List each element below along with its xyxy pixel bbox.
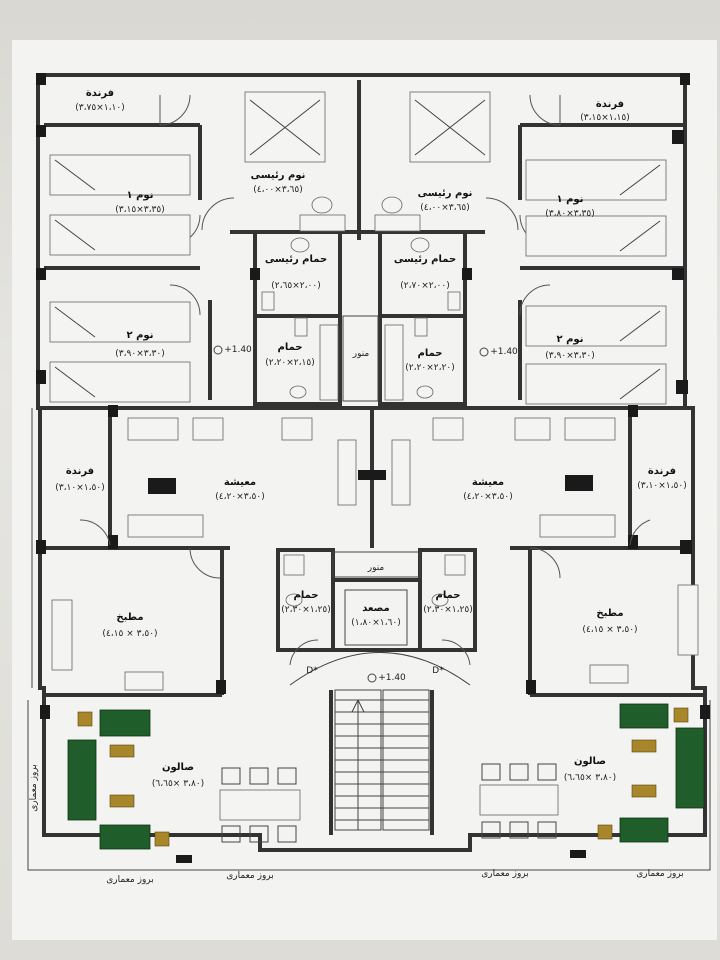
projection-labels: بروز معمارى بروز معمارى بروز معمارى بروز… (29, 764, 684, 885)
label-salon-left: صالون (162, 762, 194, 773)
bath-fixtures (261, 196, 466, 607)
dim-living-right: (٣،٥٠×٤،٢٠) (463, 492, 512, 502)
dim-balcony-top-left: (١،١٠×٣،٧٥) (75, 103, 124, 113)
label-bed2-left: نوم ٢ (127, 330, 154, 341)
level-markers: +1.40 +1.40 +1.40 D* D* (213, 345, 518, 683)
dim-bed2-left: (٣،٣٠×٣،٩٠) (115, 349, 164, 359)
room-labels: فرندة (١،١٠×٣،٧٥) فرندة (١،١٥×٣،١٥) نوم … (55, 88, 686, 789)
label-balcony-top-left: فرندة (86, 88, 114, 99)
label-wc-left: حمام (294, 590, 319, 601)
staircase (289, 652, 471, 831)
label-living-left: معيشة (224, 477, 256, 488)
dim-master-bath-left: (٢،٠٠×٢،٦٥) (271, 281, 320, 291)
label-bath-left: حمام (278, 342, 303, 353)
projection-bottom-2: بروز معمارى (226, 871, 274, 881)
dim-master-right: (٣،٦٥×٤،٠٠) (420, 203, 469, 213)
dim-bath-left: (٢،١٥×٢،٢٠) (265, 358, 314, 368)
label-bed1-right: نوم ١ (557, 194, 584, 205)
label-master-right: نوم رئيسى (418, 188, 473, 199)
label-shaft-mid: منور (367, 563, 385, 573)
label-kitchen-left: مطبخ (116, 612, 143, 623)
label-elevator: مصعد (362, 603, 389, 614)
dim-balcony-top-right: (١،١٥×٣،١٥) (580, 113, 629, 123)
label-balcony-mid-right: فرندة (648, 466, 676, 477)
projection-side-left: بروز معمارى (29, 764, 39, 812)
dim-kitchen-left: (٣،٥٠ × ٤،١٥) (102, 629, 157, 639)
level-a: +1.40 (224, 345, 252, 355)
door-tag-left: D* (306, 666, 318, 676)
dim-wc-left: (١،٢٥×٢،٣٠) (281, 605, 330, 615)
label-master-left: نوم رئيسى (251, 170, 306, 181)
dim-salon-left: (٣،٨٠ ×٦،٦٥) (152, 779, 204, 789)
dim-living-left: (٣،٥٠×٤،٢٠) (215, 492, 264, 502)
dim-bed1-right: (٣،٣٥×٣،٨٠) (545, 209, 594, 219)
label-balcony-mid-left: فرندة (66, 466, 94, 477)
salon-furniture (67, 703, 705, 850)
dim-balcony-mid-right: (١،٥٠×٣،١٠) (637, 481, 686, 491)
dim-master-left: (٣،٦٥×٤،٠٠) (253, 185, 302, 195)
label-master-bath-left: حمام رئيسى (265, 254, 327, 265)
projection-bottom-4: بروز معمارى (636, 869, 684, 879)
dim-bed1-left: (٣،٣٥×٣،١٥) (115, 205, 164, 215)
label-master-bath-right: حمام رئيسى (394, 254, 456, 265)
dim-wc-right: (١،٢٥×٢،٣٠) (423, 605, 472, 615)
door-tag-right: D* (432, 666, 444, 676)
dim-balcony-mid-left: (١،٥٠×٣،١٠) (55, 483, 104, 493)
label-salon-right: صالون (574, 756, 606, 767)
level-c: +1.40 (378, 673, 406, 683)
interior-walls (40, 80, 705, 835)
dim-bath-right: (٢،٢٠×٢،٢٠) (405, 363, 454, 373)
label-bed1-left: نوم ١ (127, 190, 154, 201)
living-furniture (127, 417, 616, 538)
dim-salon-right: (٣،٨٠ ×٦،٦٥) (564, 773, 616, 783)
dim-kitchen-right: (٣،٥٠ × ٤،١٥) (582, 625, 637, 635)
dim-master-bath-right: (٢،٠٠×٢،٧٠) (400, 281, 449, 291)
label-bath-right: حمام (418, 348, 443, 359)
kitchen-fixtures (51, 584, 699, 691)
structural-columns (36, 73, 710, 863)
label-living-right: معيشة (472, 477, 504, 488)
projection-bottom-3: بروز معمارى (481, 869, 529, 879)
dim-bed2-right: (٣،٣٠×٣،٩٠) (545, 351, 594, 361)
label-balcony-top-right: فرندة (596, 99, 624, 110)
level-b: +1.40 (490, 347, 518, 357)
label-shaft-top: منور (352, 349, 370, 359)
dim-elevator: (١،٦٠×١،٨٠) (351, 618, 400, 628)
label-bed2-right: نوم ٢ (557, 334, 584, 345)
projection-bottom-1: بروز معمارى (106, 875, 154, 885)
beds (49, 91, 667, 405)
label-kitchen-right: مطبخ (596, 608, 623, 619)
label-wc-right: حمام (436, 590, 461, 601)
